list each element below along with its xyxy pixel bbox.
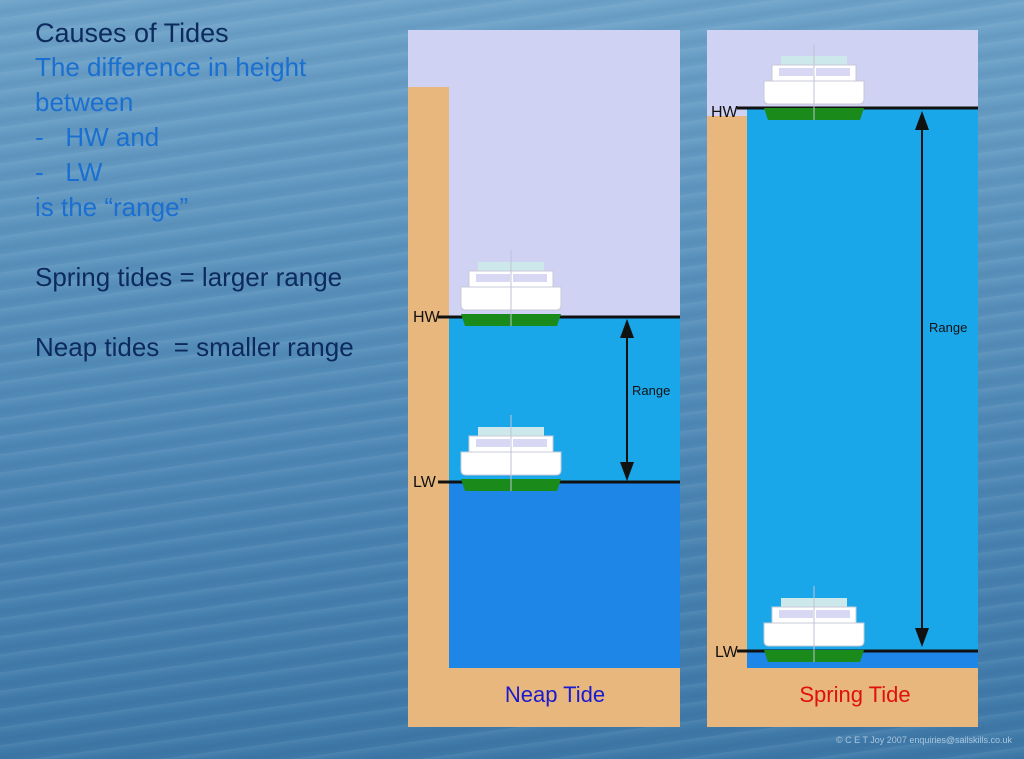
sea-bed	[408, 668, 680, 727]
text-block: Causes of Tides The difference in height…	[35, 16, 354, 365]
harbour-wall	[408, 87, 449, 727]
range-label: Range	[632, 383, 670, 398]
spring-tides-text: Spring tides = larger range	[35, 262, 343, 292]
lw-label: LW	[715, 644, 739, 661]
hw-label: HW	[711, 104, 739, 121]
range-arrow	[915, 111, 929, 647]
spring-tide-caption: Spring Tide	[799, 682, 910, 707]
slide-title: Causes of Tides	[35, 18, 229, 48]
definition-line-3: - HW and	[35, 122, 160, 152]
range-arrow	[620, 319, 634, 481]
boat-icon	[460, 250, 562, 326]
definition-line-4: - LW	[35, 157, 103, 187]
hw-label: HW	[413, 309, 441, 326]
low-water-depth	[449, 482, 680, 668]
spring-tide-diagram: HW LW Range Spring Tide	[707, 30, 978, 727]
definition-line-1: The difference in height	[35, 52, 307, 82]
neap-tide-caption: Neap Tide	[505, 682, 605, 707]
range-label: Range	[929, 320, 967, 335]
tidal-water	[747, 108, 978, 651]
neap-tides-text: Neap tides = smaller range	[35, 332, 354, 362]
definition-line-5: is the “range”	[35, 192, 189, 222]
neap-tide-diagram: HW LW Range Neap Tide	[408, 30, 680, 727]
boat-icon	[763, 44, 865, 120]
harbour-wall	[707, 116, 747, 727]
boat-icon	[460, 415, 562, 491]
copyright-notice: © C E T Joy 2007 enquiries@sailskills.co…	[835, 735, 1012, 745]
boat-icon	[763, 586, 865, 662]
definition-line-2: between	[35, 87, 134, 117]
sea-bed	[707, 668, 978, 727]
lw-label: LW	[413, 474, 437, 491]
